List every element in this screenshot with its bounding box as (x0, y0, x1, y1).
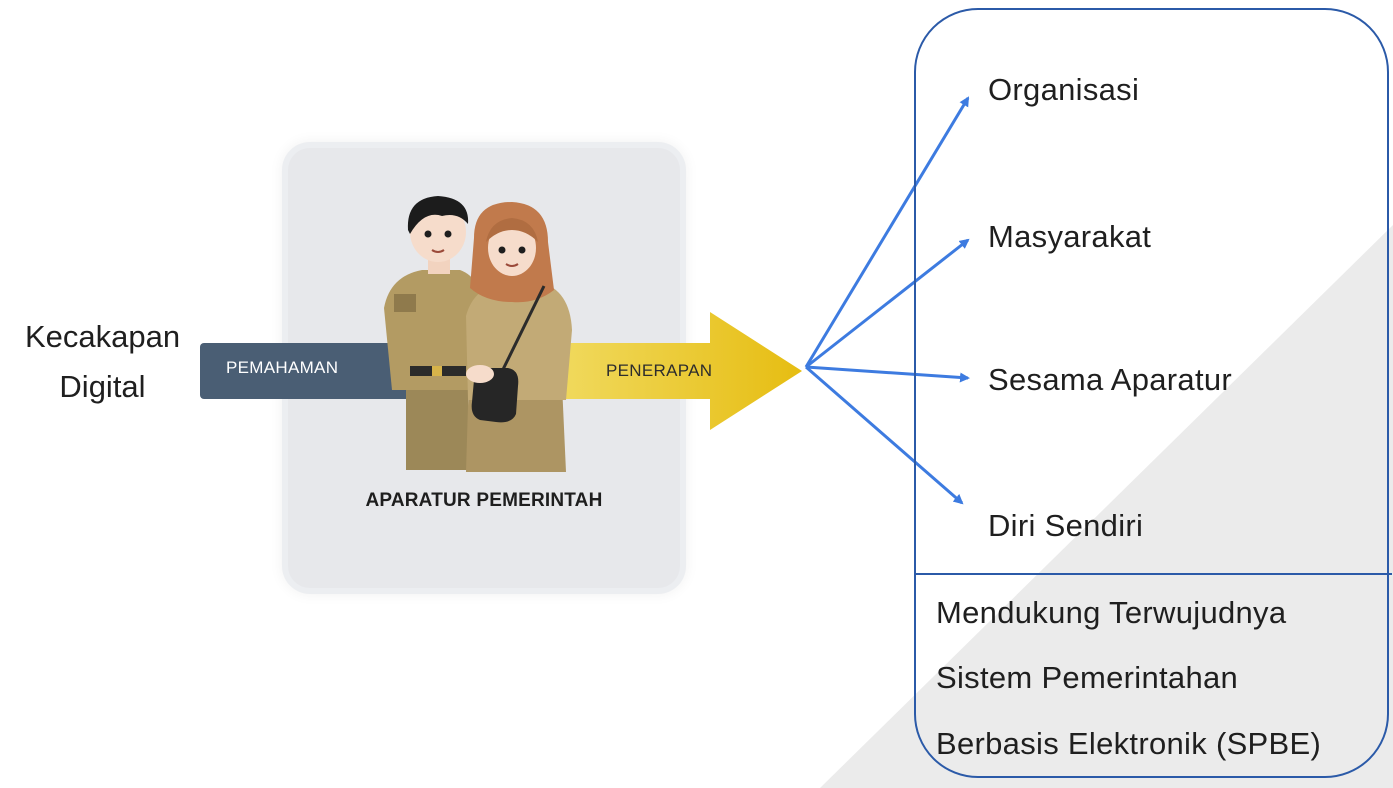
left-label-line1: Kecakapan (24, 319, 181, 354)
target-masyarakat: Masyarakat (988, 219, 1152, 254)
penerapan-arrow (520, 312, 802, 430)
penerapan-label: PENERAPAN (606, 361, 713, 380)
target-organisasi: Organisasi (988, 72, 1140, 107)
man-figure (384, 196, 484, 470)
support-line1: Mendukung Terwujudnya (936, 595, 1287, 630)
support-line2: Sistem Pemerintahan (936, 660, 1239, 695)
outcome-panel (914, 8, 1389, 778)
support-line3: Berbasis Elektronik (SPBE) (936, 726, 1322, 761)
woman-figure (466, 202, 572, 472)
target-sesama-aparatur: Sesama Aparatur (988, 362, 1233, 397)
left-label-line2: Digital (59, 369, 146, 404)
civil-servants-illustration (384, 196, 572, 472)
kecakapan-digital-label: Kecakapan Digital (0, 312, 205, 412)
card-title: APARATUR PEMERINTAH (365, 490, 603, 511)
target-diri-sendiri: Diri Sendiri (988, 508, 1144, 543)
panel-divider (914, 573, 1392, 575)
pemahaman-label: PEMAHAMAN (226, 358, 339, 377)
